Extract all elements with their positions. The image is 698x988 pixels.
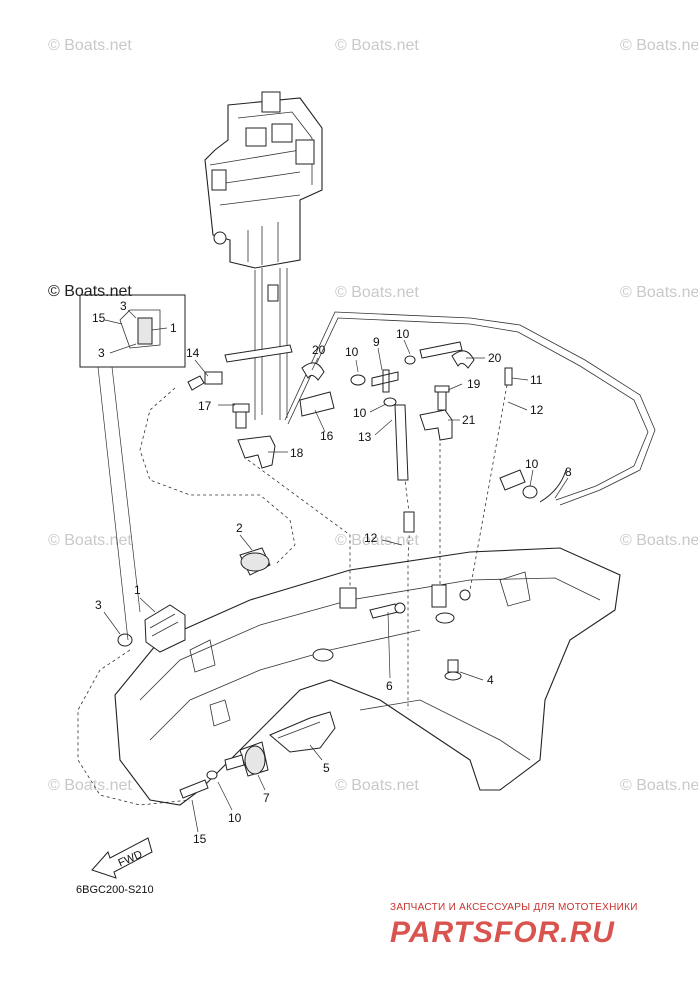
callout-label: 20 bbox=[312, 343, 326, 357]
watermark: © Boats.net bbox=[335, 532, 419, 549]
callout-label: 2 bbox=[236, 521, 243, 535]
callout-label: 10 bbox=[228, 811, 242, 825]
watermark: © Boats.net bbox=[620, 532, 698, 549]
callout-label: 19 bbox=[467, 377, 481, 391]
callout-label: 15 bbox=[193, 832, 207, 846]
callout-label: 12 bbox=[364, 531, 378, 545]
drawing-code: 6BGC200-S210 bbox=[76, 884, 154, 896]
callout-label: 1 bbox=[134, 583, 141, 597]
leader-lines bbox=[103, 339, 569, 833]
callout-label: 17 bbox=[198, 399, 212, 413]
callout-label: 20 bbox=[488, 351, 502, 365]
watermark: © Boats.net bbox=[335, 284, 419, 301]
engine-assembly bbox=[204, 91, 323, 420]
shop-logo: PARTSFOR.RU bbox=[390, 916, 615, 949]
inset-label: 15 bbox=[92, 311, 106, 325]
watermark: © Boats.net bbox=[335, 37, 419, 54]
hose-line bbox=[287, 317, 649, 501]
callout-label: 10 bbox=[345, 345, 359, 359]
inset-label: 3 bbox=[98, 346, 105, 360]
callout-label: 10 bbox=[353, 406, 367, 420]
watermark: © Boats.net bbox=[48, 532, 132, 549]
watermark: © Boats.net bbox=[620, 284, 698, 301]
callout-label: 9 bbox=[373, 335, 380, 349]
watermark: © Boats.net bbox=[48, 37, 132, 54]
fwd-arrow-icon: FWD bbox=[91, 837, 153, 879]
watermark: © Boats.net bbox=[335, 777, 419, 794]
callout-label: 5 bbox=[323, 761, 330, 775]
watermark: © Boats.net bbox=[48, 777, 132, 794]
callout-label: 6 bbox=[386, 679, 393, 693]
fwd-label: FWD bbox=[116, 848, 144, 869]
hose-route bbox=[77, 649, 191, 806]
watermark: © Boats.net bbox=[620, 37, 698, 54]
callout-label: 16 bbox=[320, 429, 334, 443]
inset-label: 1 bbox=[170, 321, 177, 335]
callout-label: 13 bbox=[358, 430, 372, 444]
callout-label: 4 bbox=[487, 673, 494, 687]
inset-detail: © Boats.net 15 3 1 3 bbox=[48, 283, 186, 641]
inset-label: 3 bbox=[120, 299, 127, 313]
callout-label: 12 bbox=[530, 403, 544, 417]
callout-label: 14 bbox=[186, 346, 200, 360]
bottom-cowling bbox=[114, 547, 621, 806]
shop-tagline: ЗАПЧАСТИ И АКСЕССУАРЫ ДЛЯ МОТОТЕХНИКИ bbox=[390, 902, 638, 913]
callout-label: 21 bbox=[462, 413, 476, 427]
callout-label: 8 bbox=[565, 465, 572, 479]
hose-route bbox=[469, 384, 508, 591]
watermark: © Boats.net bbox=[620, 777, 698, 794]
hose-route bbox=[139, 387, 296, 566]
callout-label: 3 bbox=[95, 598, 102, 612]
callout-label: 7 bbox=[263, 791, 270, 805]
callout-label: 11 bbox=[530, 373, 543, 387]
hose-line bbox=[284, 311, 656, 506]
callout-label: 10 bbox=[525, 457, 539, 471]
callout-label: 10 bbox=[396, 327, 410, 341]
inset-watermark: © Boats.net bbox=[48, 283, 132, 300]
hose-route bbox=[247, 459, 351, 590]
callout-label: 18 bbox=[290, 446, 304, 460]
